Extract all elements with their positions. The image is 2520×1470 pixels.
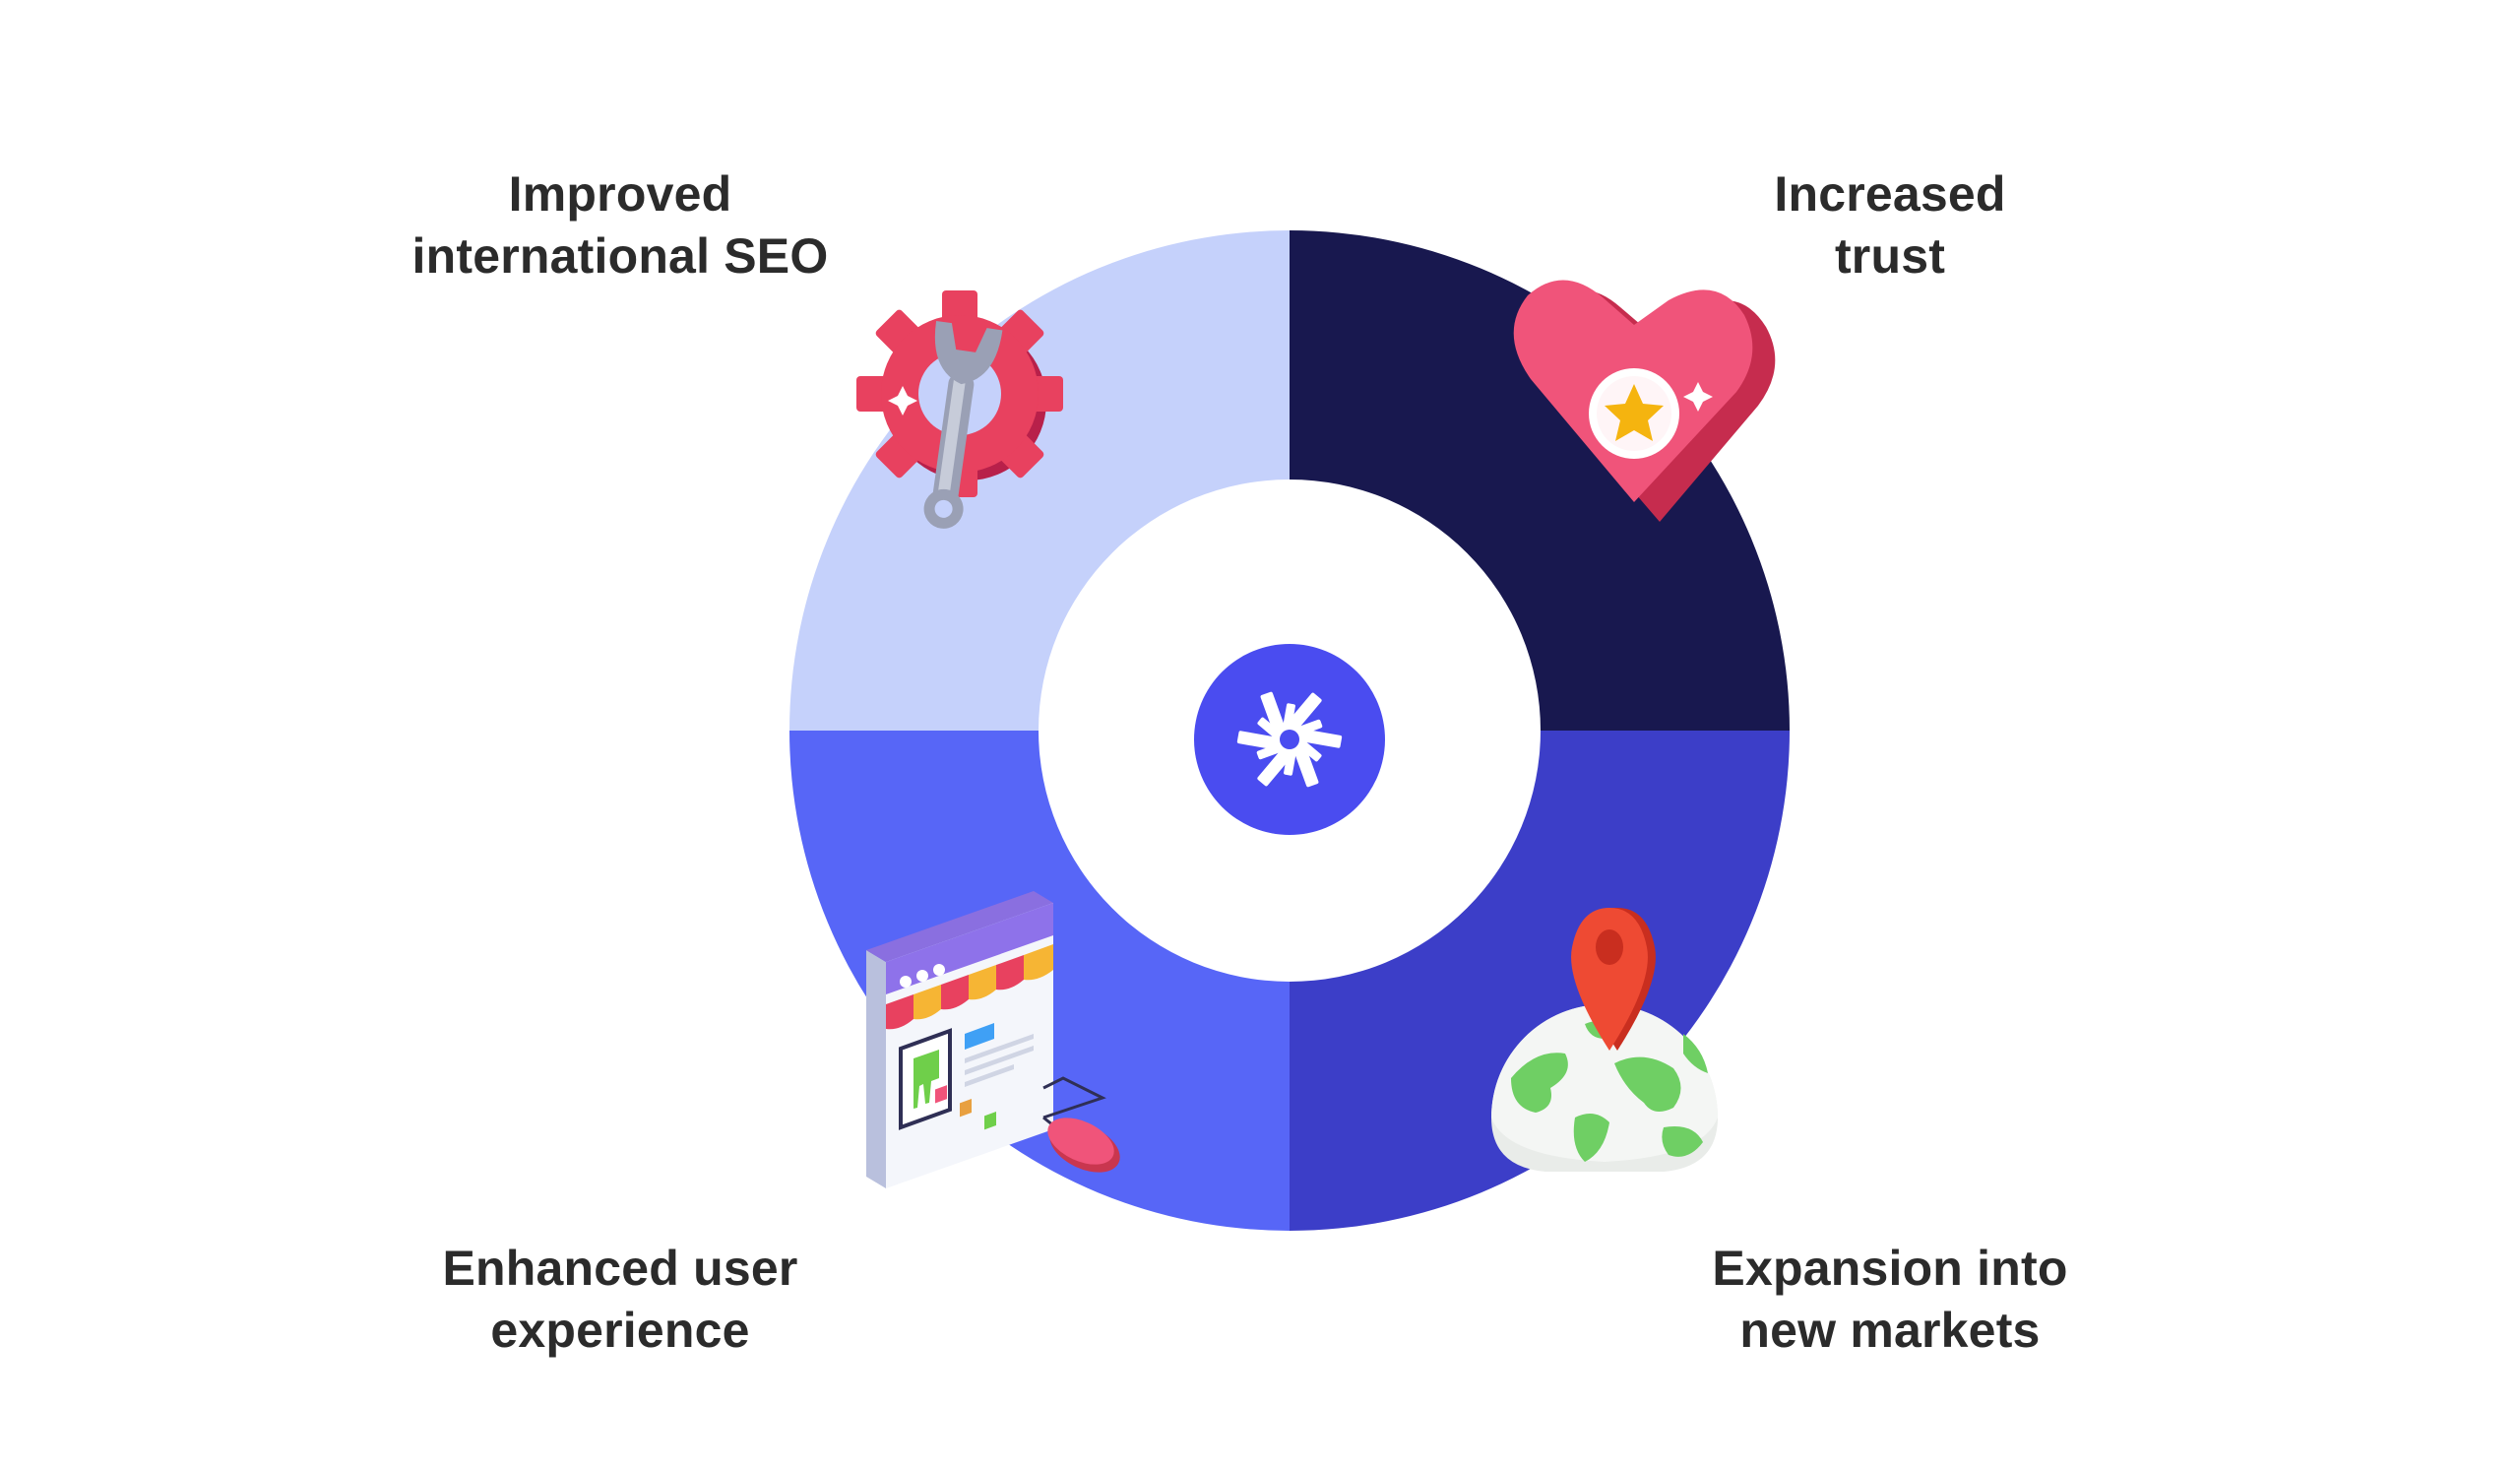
label-line: Improved: [508, 166, 732, 222]
label-line: Enhanced user: [442, 1241, 798, 1296]
label-line: experience: [490, 1303, 750, 1358]
label-line: new markets: [1739, 1303, 2041, 1358]
label-line: trust: [1834, 228, 1946, 284]
label-enhanced-user-experience: Enhanced user experience: [364, 1238, 876, 1362]
label-increased-trust: Increased trust: [1634, 163, 2146, 288]
label-line: Expansion into: [1712, 1241, 2068, 1296]
label-line: international SEO: [411, 228, 829, 284]
label-expansion-into-new-markets: Expansion into new markets: [1634, 1238, 2146, 1362]
label-improved-international-seo: Improved international SEO: [364, 163, 876, 288]
brand-logo-icon: [1194, 644, 1385, 835]
globe-pin-icon: [1491, 908, 1718, 1172]
ring-segment-expansion: [1290, 731, 1790, 1231]
label-line: Increased: [1774, 166, 2006, 222]
storefront-browser-icon: [866, 891, 1120, 1188]
gear-wrench-icon: [856, 290, 1063, 529]
ring-segment-improved-seo: [789, 230, 1290, 731]
heart-star-icon: [1513, 280, 1776, 522]
ring-segment-increased-trust: [1290, 230, 1790, 731]
